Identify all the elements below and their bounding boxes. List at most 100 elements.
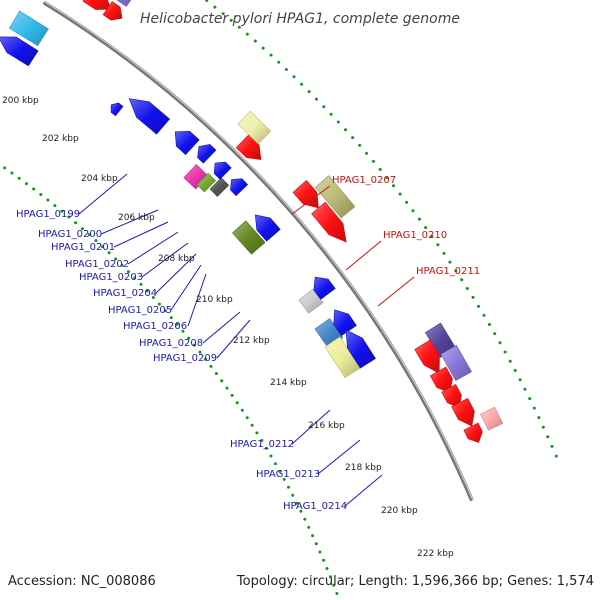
- tick-dot: [187, 336, 191, 340]
- forward-gene[interactable]: [463, 422, 483, 443]
- reverse-gene[interactable]: [110, 102, 124, 117]
- tick-dot: [273, 462, 277, 466]
- forward-gene[interactable]: [102, 1, 123, 21]
- gene-label[interactable]: HPAG1_0208: [139, 338, 203, 349]
- gene-features[interactable]: [0, 0, 504, 443]
- tick-dot: [163, 309, 167, 313]
- kbp-label: 208 kbp: [158, 254, 195, 264]
- kbp-label: 206 kbp: [118, 213, 155, 223]
- kbp-label: 216 kbp: [308, 421, 345, 431]
- tick-dot: [482, 313, 486, 317]
- reverse-gene[interactable]: [197, 144, 217, 164]
- tick-dot: [157, 302, 161, 306]
- reverse-gene[interactable]: [128, 98, 171, 135]
- leader-line: [141, 242, 189, 278]
- kbp-label: 222 kbp: [417, 549, 454, 559]
- gene-label[interactable]: HPAG1_0214: [283, 501, 347, 512]
- forward-gene[interactable]: [237, 110, 272, 145]
- gene-label[interactable]: HPAG1_0203: [79, 272, 143, 283]
- tick-dot: [101, 245, 104, 249]
- tick-dot: [17, 176, 21, 180]
- tick-dot: [508, 359, 512, 363]
- leader-line: [345, 240, 382, 271]
- gene-label[interactable]: HPAG1_0211: [416, 266, 480, 277]
- tick-dot: [205, 0, 209, 2]
- tick-dot: [314, 542, 318, 546]
- tick-dot: [277, 60, 281, 64]
- gene-label[interactable]: HPAG1_0207: [332, 175, 396, 186]
- forward-gene[interactable]: [440, 344, 473, 382]
- reverse-gene[interactable]: [333, 309, 357, 337]
- tick-dot: [424, 226, 428, 230]
- leader-line: [377, 276, 415, 307]
- gene-label[interactable]: HPAG1_0210: [383, 230, 447, 241]
- gene-label[interactable]: HPAG1_0204: [93, 288, 157, 299]
- tick-dot: [213, 5, 217, 9]
- gene-label[interactable]: HPAG1_0201: [51, 242, 115, 253]
- gene-label[interactable]: HPAG1_0213: [256, 469, 320, 480]
- reverse-gene[interactable]: [254, 214, 281, 242]
- gene-label[interactable]: HPAG1_0206: [123, 321, 187, 332]
- reverse-gene[interactable]: [230, 178, 249, 197]
- reverse-gene[interactable]: [174, 130, 200, 156]
- leader-line: [202, 311, 241, 344]
- tick-dot: [253, 39, 257, 43]
- tick-dot: [442, 251, 446, 255]
- leader-line: [291, 185, 331, 215]
- forward-gene[interactable]: [429, 366, 453, 394]
- tick-dot: [287, 485, 290, 489]
- tick-dot: [145, 289, 149, 293]
- tick-dot: [10, 171, 14, 175]
- tick-dot: [235, 401, 239, 405]
- gene-label[interactable]: HPAG1_0199: [16, 209, 80, 220]
- forward-gene[interactable]: [414, 339, 440, 374]
- tick-dot: [237, 25, 241, 29]
- tick-dot: [87, 233, 91, 237]
- reverse-gene[interactable]: [8, 10, 49, 47]
- reverse-gene[interactable]: [298, 288, 324, 314]
- tick-dot: [318, 550, 322, 554]
- reverse-gene[interactable]: [0, 36, 39, 67]
- gene-label[interactable]: HPAG1_0205: [108, 305, 172, 316]
- reverse-gene[interactable]: [232, 220, 266, 255]
- reverse-gene[interactable]: [345, 329, 376, 369]
- tick-dot: [487, 323, 491, 326]
- gene-label[interactable]: HPAG1_0212: [230, 439, 294, 450]
- forward-gene[interactable]: [82, 0, 112, 10]
- tick-dot: [513, 369, 517, 372]
- leader-line: [344, 474, 383, 507]
- forward-gene[interactable]: [99, 0, 138, 7]
- tick-dot: [541, 425, 545, 429]
- forward-gene[interactable]: [451, 397, 475, 427]
- forward-gene[interactable]: [441, 383, 462, 409]
- tick-dot: [284, 68, 288, 71]
- tick-dot: [465, 287, 469, 290]
- tick-dot: [325, 567, 329, 570]
- tick-dot: [385, 176, 389, 180]
- tick-dot: [240, 408, 244, 412]
- reverse-gene[interactable]: [196, 172, 217, 193]
- tick-dot: [229, 18, 233, 22]
- forward-gene[interactable]: [314, 175, 356, 219]
- gene-label[interactable]: HPAG1_0200: [38, 229, 102, 240]
- reverse-gene[interactable]: [313, 276, 336, 300]
- tick-dot: [245, 32, 249, 36]
- gene-labels[interactable]: HPAG1_0199HPAG1_0200HPAG1_0201HPAG1_0202…: [16, 175, 480, 512]
- tick-dot: [133, 276, 137, 280]
- forward-gene[interactable]: [292, 179, 319, 209]
- tick-dot: [430, 234, 434, 238]
- tick-dot: [46, 198, 50, 202]
- forward-gene[interactable]: [480, 406, 504, 431]
- forward-gene[interactable]: [311, 201, 347, 243]
- reverse-gene[interactable]: [213, 161, 232, 180]
- tick-dot: [255, 431, 259, 435]
- gene-label[interactable]: HPAG1_0209: [153, 353, 217, 364]
- tick-dot: [307, 90, 311, 94]
- gene-label[interactable]: HPAG1_0202: [65, 259, 129, 270]
- reverse-gene[interactable]: [209, 177, 230, 197]
- tick-dot: [67, 215, 71, 219]
- tick-dot: [460, 278, 464, 282]
- tick-dot: [264, 446, 268, 450]
